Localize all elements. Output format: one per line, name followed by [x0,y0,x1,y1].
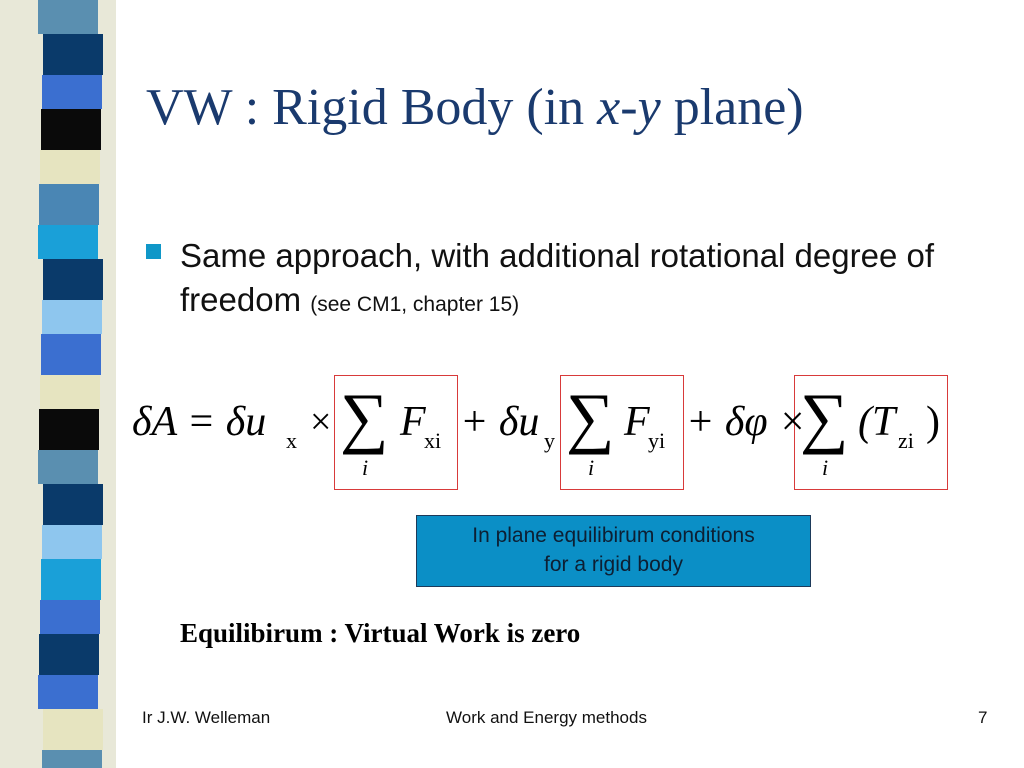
bullet-text: Same approach, with additional rotationa… [180,237,934,318]
eq-sub-yi: yi [648,428,666,453]
footer-course: Work and Energy methods [446,708,647,727]
eq-lhs: δA = δu [132,399,267,445]
eq-sub-xi: xi [424,428,442,453]
sum-symbol-3: ∑ [800,379,849,455]
callout-box: In plane equilibirum conditions for a ri… [416,515,811,587]
sum-index-1: i [362,455,369,480]
eq-plus-dphi: + δφ × [686,399,807,445]
decorative-stripe-band [0,0,116,768]
footer-author: Ir J.W. Welleman [142,708,271,727]
sum-index-2: i [588,455,595,480]
eq-sub-zi: zi [898,428,914,453]
eq-F-1: F [400,399,426,445]
callout-line-2: for a rigid body [544,553,683,576]
eq-open-T: (T [858,399,896,445]
eq-times-1: × [310,401,332,443]
sum-index-3: i [822,455,829,480]
eq-close: ) [926,399,940,445]
sum-fy-box [560,375,684,490]
sum-fx-box [334,375,458,490]
sum-symbol-1: ∑ [340,379,389,455]
eq-sub-y: y [544,428,555,453]
footer-page-number: 7 [978,708,988,727]
callout-line-1: In plane equilibirum conditions [472,524,755,547]
bullet-note: (see CM1, chapter 15) [310,293,520,316]
virtual-work-equation: δA = δu x × ∑ i F xi + δu y ∑ i F yi + δ… [124,370,964,500]
eq-F-2: F [624,399,650,445]
sum-tz-box [794,375,948,490]
eq-sub-x: x [286,428,297,453]
sum-symbol-2: ∑ [566,379,615,455]
eq-plus-du: + δu [460,399,540,445]
equilibrium-statement: Equilibirum : Virtual Work is zero [180,618,581,648]
bullet-square-icon [146,244,161,259]
slide-title: VW : Rigid Body (in x-y plane) [146,79,804,136]
